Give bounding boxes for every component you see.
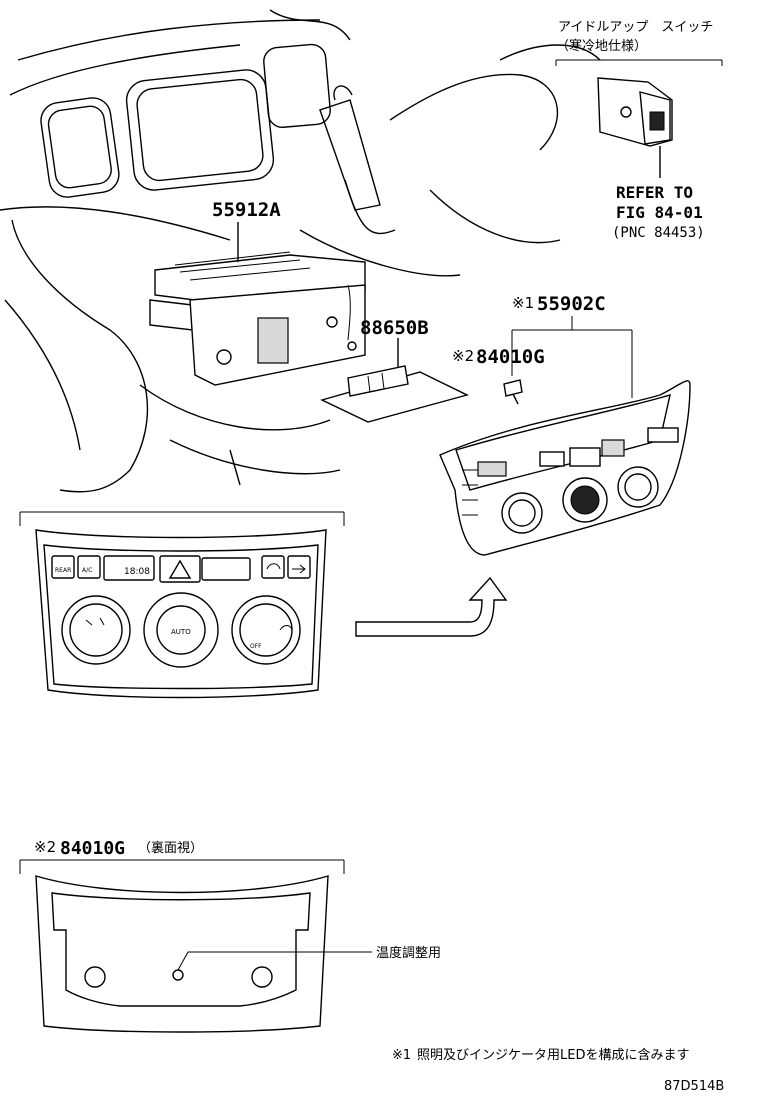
refer-line1: REFER TO [616,183,693,202]
off-label: OFF [250,643,262,650]
temp-adjust-label: 温度調整用 [376,945,441,961]
climate-panel-3d [439,380,691,556]
hazard-icon [168,559,192,579]
footnote-text: 照明及びインジケータ用LEDを構成に含みます [417,1047,689,1063]
bracket-55912A [149,222,366,386]
diagram-code: 87D514B [664,1079,724,1094]
refer-line2: FIG 84-01 [616,203,703,222]
label-55912A: 55912A [212,199,281,221]
switch-icon [649,111,665,131]
idle-switch-sub: （寒冷地仕様） [556,38,647,54]
refer-line3: (PNC 84453) [612,225,705,241]
label-84010G: 84010G [476,346,545,368]
rear-view-part: 84010G [60,838,125,859]
screw [503,379,523,405]
footnote-mark: ※1 [392,1048,411,1063]
rear-button-label: REAR [55,567,71,574]
idle-switch [555,59,723,178]
rear-view-mark: ※2 [34,838,56,856]
fan-icon [85,617,105,626]
dashboard-outline [0,9,601,493]
mark-55902C: ※1 [512,294,534,312]
auto-label: AUTO [171,628,191,636]
arrow-icon [355,576,508,637]
mark-84010G: ※2 [452,347,474,365]
ac-button-label: A/C [82,567,92,574]
clock-display: 18:08 [124,567,150,577]
rear-view-note: （裏面視） [138,841,203,856]
module-88650B [320,338,469,423]
idle-switch-title: アイドルアップ スイッチ [558,20,713,35]
label-88650B: 88650B [360,317,429,339]
label-55902C: 55902C [537,293,606,315]
defroster-icon [279,625,293,631]
rear-panel [35,875,372,1033]
recirculation-icon [266,563,281,570]
front-panel: REAR A/C 18:08 AUTO OFF [19,511,345,699]
fresh-air-icon [292,564,306,574]
